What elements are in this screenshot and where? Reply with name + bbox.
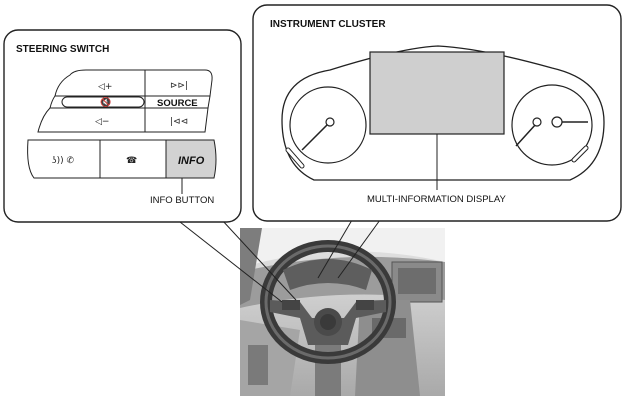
mute-icon: 🔇 xyxy=(100,96,111,108)
seek-button-block xyxy=(144,69,213,133)
phone-button-row xyxy=(27,139,217,179)
right-gauge-subhub xyxy=(551,116,563,128)
volume-down-button[interactable] xyxy=(37,107,146,133)
volume-down-icon: ◁− xyxy=(95,117,109,127)
seek-up-button[interactable] xyxy=(144,69,213,97)
seek-forward-icon: ⊳⊳| xyxy=(170,81,188,91)
left-gauge-needle xyxy=(301,122,330,151)
hang-up-icon: ☎ xyxy=(126,156,137,166)
display-callout: MULTI-INFORMATION DISPLAY xyxy=(367,194,506,205)
voice-phone-icon: ʖ)) ✆ xyxy=(52,156,74,166)
leader-steering-left xyxy=(179,221,283,303)
steering-switch-panel: STEERING SWITCH ◁+ 🔇 ◁− ⊳⊳| SOURCE |⊲⊲ ʖ… xyxy=(3,29,242,223)
instrument-cluster-title: INSTRUMENT CLUSTER xyxy=(270,19,386,30)
steering-switch-title: STEERING SWITCH xyxy=(16,44,109,55)
leader-steering-right xyxy=(221,219,297,301)
talk-pickup-button[interactable] xyxy=(27,139,101,179)
left-gauge-hub xyxy=(325,117,335,127)
right-gauge xyxy=(511,84,593,166)
mute-bar xyxy=(61,96,145,108)
info-button-callout: INFO BUTTON xyxy=(150,195,214,206)
leader-lines xyxy=(179,219,381,303)
right-gauge-needle xyxy=(515,123,537,147)
seek-down-button[interactable] xyxy=(144,107,209,133)
info-label: INFO xyxy=(178,155,205,167)
dashboard-photo xyxy=(240,228,445,396)
seek-back-icon: |⊲⊲ xyxy=(170,117,188,127)
instrument-cluster-panel: INSTRUMENT CLUSTER MULTI-INFORMATION DIS… xyxy=(252,4,622,222)
source-label: SOURCE xyxy=(157,98,198,109)
leader-cluster-right xyxy=(337,219,381,279)
volume-up-icon: ◁+ xyxy=(98,82,112,92)
multi-information-display xyxy=(369,51,505,135)
right-gauge-hub xyxy=(532,117,542,127)
info-button[interactable] xyxy=(165,139,217,179)
leader-cluster-left xyxy=(317,219,353,279)
